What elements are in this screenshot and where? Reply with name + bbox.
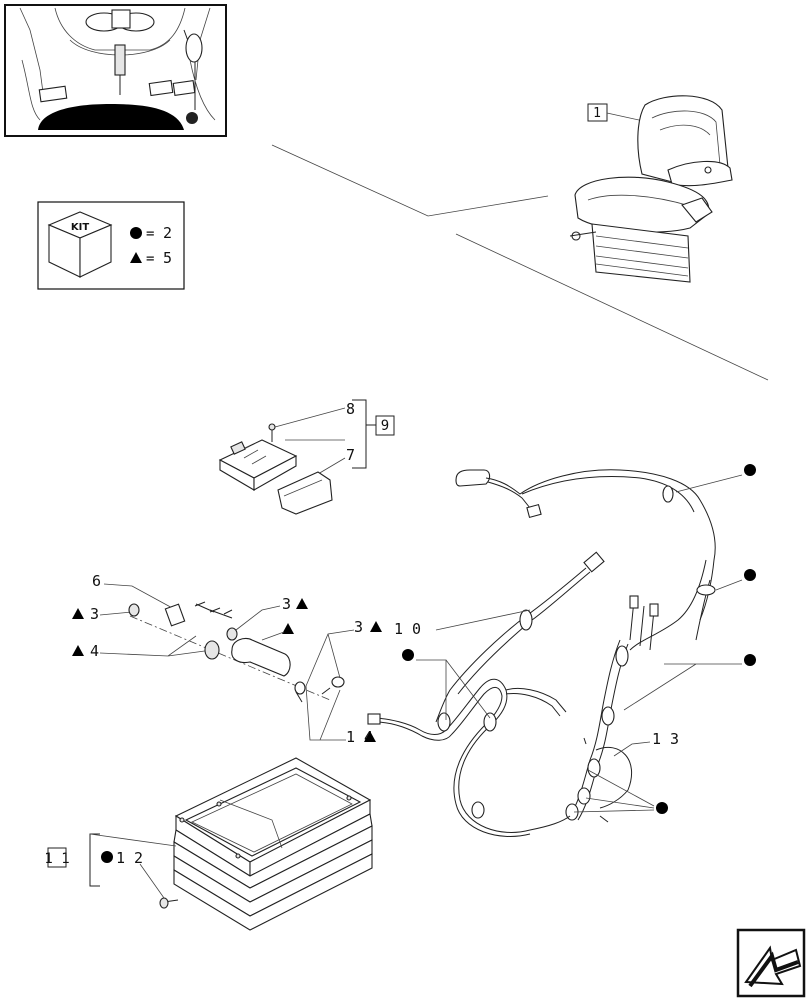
callout-seat: 1 — [593, 106, 601, 121]
callout-9: 9 — [381, 418, 389, 434]
callout-4: 4 — [90, 642, 99, 660]
circle-marker-icon — [130, 227, 142, 239]
kit-circle-count: 2 — [163, 224, 172, 242]
callout-7: 7 — [346, 446, 355, 464]
callout-3-right: 3 — [354, 618, 363, 636]
circle-marker-icon — [744, 569, 756, 581]
callout-3-mid: 3 — [282, 595, 291, 613]
callout-6: 6 — [92, 572, 101, 590]
svg-text:=: = — [146, 251, 154, 267]
kit-cube-icon: KIT — [47, 211, 113, 278]
mounting-parts: 6 3 4 3 3 1 4 — [72, 572, 382, 746]
switch-assembly: 8 9 7 — [218, 399, 395, 515]
triangle-marker-icon — [130, 252, 142, 263]
circle-marker-icon — [656, 802, 668, 814]
bellows-assembly: 1 1 1 2 — [44, 757, 373, 931]
callout-11: 1 1 — [44, 851, 69, 867]
callout-3-left: 3 — [90, 605, 99, 623]
kit-label: KIT — [71, 222, 89, 233]
triangle-marker-icon — [72, 645, 84, 656]
location-thumbnail — [4, 4, 227, 137]
circle-marker-icon — [101, 851, 113, 863]
perspective-lines — [271, 144, 769, 381]
next-page-arrow-icon[interactable] — [736, 928, 806, 998]
triangle-marker-icon — [72, 608, 84, 619]
svg-text:=: = — [146, 226, 154, 242]
callout-12: 1 2 — [116, 849, 143, 867]
callout-8: 8 — [346, 400, 355, 418]
triangle-marker-icon — [296, 598, 308, 609]
seat-assembly: 1 — [569, 95, 733, 283]
callout-10: 1 0 — [394, 620, 421, 638]
triangle-marker-icon — [364, 731, 376, 742]
triangle-marker-icon — [282, 623, 294, 634]
circle-marker-icon — [744, 464, 756, 476]
triangle-marker-icon — [370, 621, 382, 632]
kit-legend: KIT = 2 = 5 — [37, 201, 185, 290]
circle-marker-icon — [402, 649, 414, 661]
kit-triangle-count: 5 — [163, 249, 172, 267]
callout-13: 1 3 — [652, 730, 679, 748]
wiring-harness: 1 0 1 3 — [367, 464, 756, 837]
circle-marker-icon — [744, 654, 756, 666]
